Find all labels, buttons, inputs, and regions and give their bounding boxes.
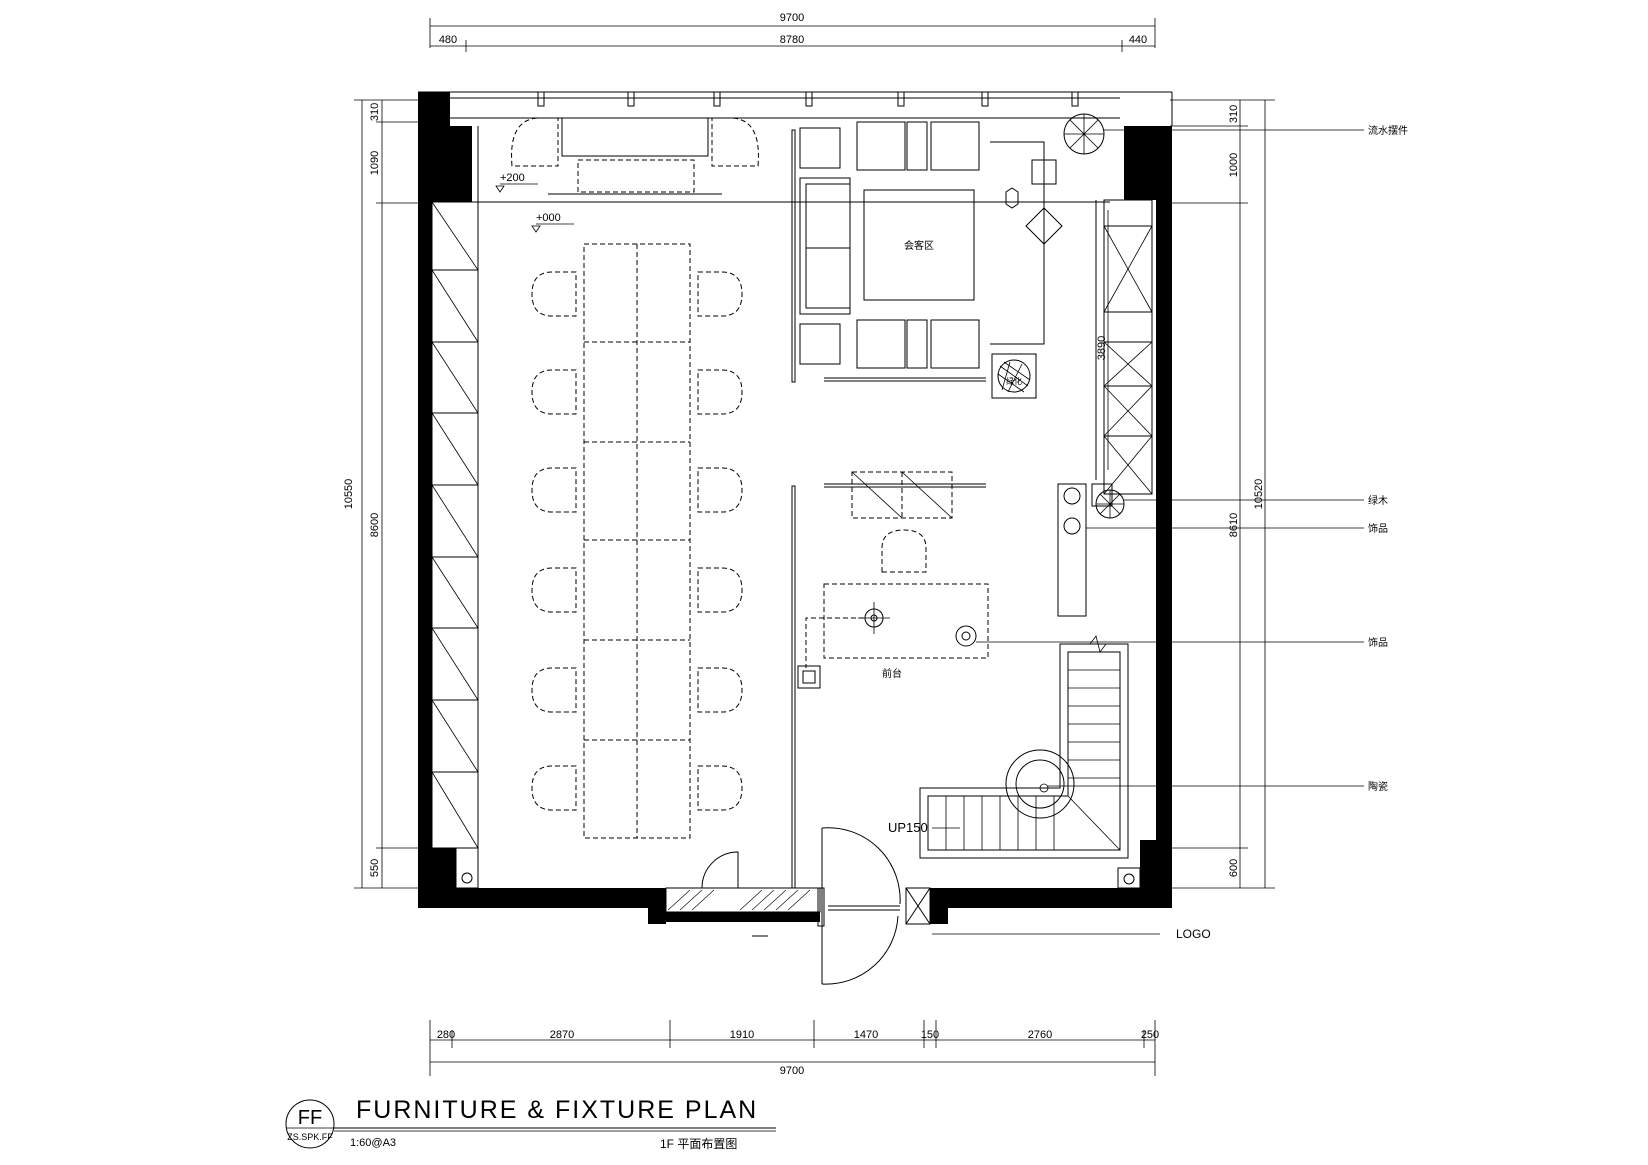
left-dimension-chain: 10550 310 1090 8600 550	[343, 99, 420, 889]
level-marker-raised: +200	[495, 172, 538, 193]
callout-plant: 绿木	[1368, 494, 1388, 507]
logo-callout: LOGO	[1176, 927, 1211, 941]
drawing-subtitle: 1F 平面布置图	[660, 1137, 737, 1151]
dim-bottom-seg-3: 1910	[730, 1029, 754, 1041]
partitions	[791, 129, 986, 889]
drawing-title: FURNITURE & FIXTURE PLAN	[356, 1096, 758, 1124]
level-marker-floor: +000	[531, 212, 574, 233]
right-wall-cabinet	[1095, 199, 1153, 495]
dim-left-bottom: 550	[369, 859, 381, 877]
chairs-left-row	[531, 271, 577, 811]
badge-code: FF	[298, 1107, 322, 1129]
dim-left-overall: 10550	[343, 479, 355, 510]
drawing-scale: 1:60@A3	[350, 1137, 396, 1149]
column-bottom-left	[455, 847, 479, 889]
walls	[418, 91, 1173, 925]
dim-right-bottom: 600	[1228, 859, 1240, 877]
plant-tag: 绿化	[1006, 376, 1022, 386]
dim-bottom-overall: 9700	[780, 1065, 804, 1077]
dim-right-upper: 1000	[1228, 153, 1240, 177]
dim-bottom-seg-2: 2870	[550, 1029, 574, 1041]
right-console	[1057, 483, 1113, 617]
reception-desk: 前台	[797, 583, 989, 689]
spiral-ornament-plant	[1095, 489, 1125, 519]
callout-ornament-1: 饰品	[1368, 522, 1388, 535]
dim-left-upper: 1090	[369, 151, 381, 175]
staircase: UP150	[888, 635, 1129, 859]
dim-top-right: 440	[1129, 34, 1147, 46]
reception-desk-label: 前台	[882, 667, 902, 680]
middle-display-stand	[824, 471, 986, 573]
chairs-right-row	[697, 271, 743, 811]
top-left-lounge	[511, 117, 759, 195]
dim-right-stair: 3890	[1096, 336, 1108, 360]
meeting-area-label: 会客区	[904, 239, 934, 252]
entrance-hatch	[667, 889, 811, 911]
dim-left-middle: 8600	[369, 513, 381, 537]
spiral-ornament-top	[1063, 113, 1105, 155]
badge-sheet-ref: ZS.SPK.FF	[287, 1132, 333, 1142]
dim-right-top: 310	[1228, 105, 1240, 123]
callout-ornament-3: 陶瓷	[1368, 780, 1388, 793]
right-dimension-chain: 310 1000 3890 10520 8610 600	[1096, 99, 1275, 889]
title-block: FF ZS.SPK.FF FURNITURE & FIXTURE PLAN 1:…	[285, 1096, 776, 1151]
drawing-badge	[285, 1099, 335, 1149]
stair-up-label: UP150	[888, 820, 928, 835]
svg-text:+000: +000	[536, 212, 561, 224]
column-bottom-right	[1117, 867, 1141, 889]
top-dimension-chain: 9700 480 8780 440	[429, 12, 1156, 52]
window-mullions	[537, 91, 1079, 107]
dim-right-overall: 10520	[1253, 479, 1265, 510]
bottom-dimension-chain: 280 2870 1910 1470 150 2760 250 9700	[429, 1020, 1159, 1077]
dim-bottom-seg-1: 280	[437, 1029, 455, 1041]
callout-leaders	[932, 129, 1364, 935]
meeting-area: 会客区 绿化	[799, 121, 1063, 399]
dim-bottom-seg-4: 1470	[854, 1029, 878, 1041]
long-display-table	[583, 243, 691, 839]
left-display-shelving	[431, 201, 479, 849]
callout-spiral-top: 流水摆件	[1368, 124, 1408, 137]
dim-bottom-seg-6: 2760	[1028, 1029, 1052, 1041]
svg-text:+200: +200	[500, 172, 525, 184]
dim-bottom-seg-7: 250	[1141, 1029, 1159, 1041]
dim-bottom-seg-5: 150	[921, 1029, 939, 1041]
entrance-doors	[701, 827, 901, 985]
dim-left-top: 310	[369, 103, 381, 121]
dim-top-middle: 8780	[780, 34, 804, 46]
dim-top-left: 480	[439, 34, 457, 46]
dim-right-middle: 8610	[1228, 513, 1240, 537]
callout-ornament-2: 饰品	[1368, 636, 1388, 649]
dim-top-overall: 9700	[780, 12, 804, 24]
